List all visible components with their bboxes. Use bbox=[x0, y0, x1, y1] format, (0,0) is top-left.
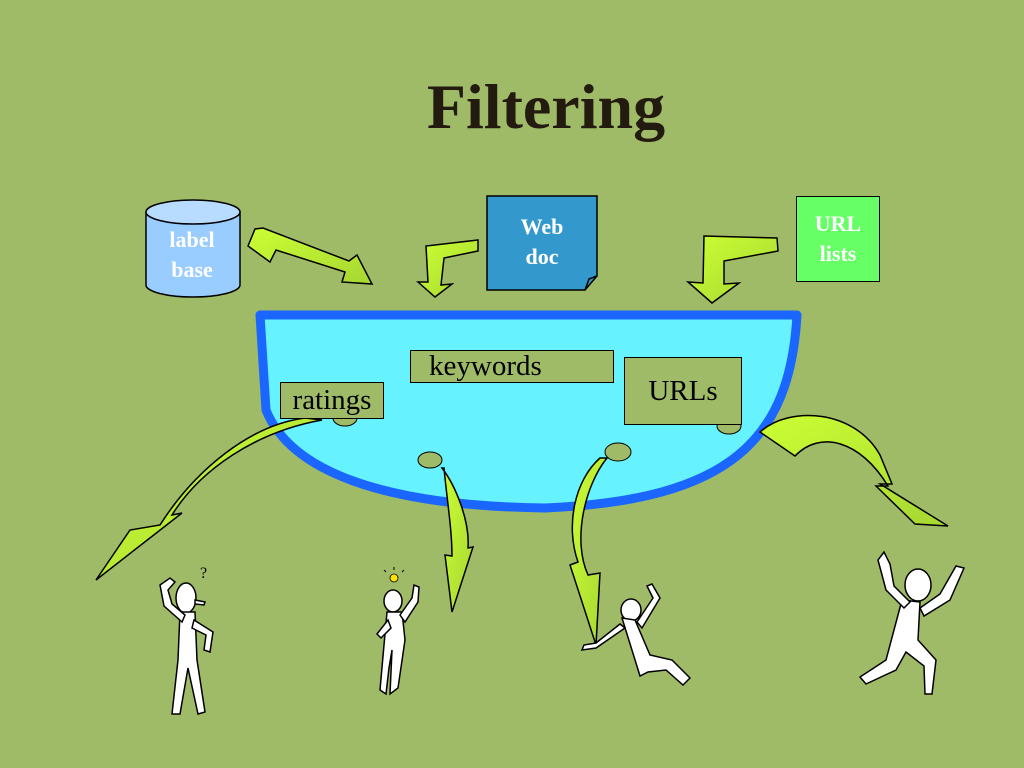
keywords-filter-tag: keywords bbox=[410, 350, 614, 383]
filter-hole bbox=[417, 451, 443, 469]
lightbulb-icon bbox=[383, 567, 405, 583]
jumping-person-icon bbox=[858, 550, 966, 695]
urls-filter-tag: URLs bbox=[624, 357, 742, 425]
database-icon bbox=[145, 199, 241, 298]
web-doc-box: Web doc bbox=[520, 214, 564, 269]
arrow-to-person-4 bbox=[758, 414, 949, 527]
arrow-from-label-base bbox=[247, 227, 374, 285]
document-icon bbox=[486, 195, 598, 291]
url-lists-box: URL lists bbox=[796, 196, 880, 282]
question-mark-symbol: ? bbox=[200, 565, 207, 582]
arrow-from-web-doc bbox=[416, 239, 479, 298]
arrow-from-url-lists bbox=[685, 235, 779, 304]
label-base-box: label base bbox=[169, 227, 215, 282]
ratings-filter-tag: ratings bbox=[280, 382, 384, 419]
arrow-to-person-2 bbox=[440, 467, 475, 613]
filter-hole bbox=[604, 442, 632, 462]
falling-person-icon bbox=[580, 583, 692, 687]
idea-person-icon bbox=[375, 583, 420, 696]
page-title: Filtering bbox=[426, 71, 666, 142]
confused-person-icon bbox=[159, 577, 214, 715]
arrow-to-person-1 bbox=[95, 417, 323, 581]
